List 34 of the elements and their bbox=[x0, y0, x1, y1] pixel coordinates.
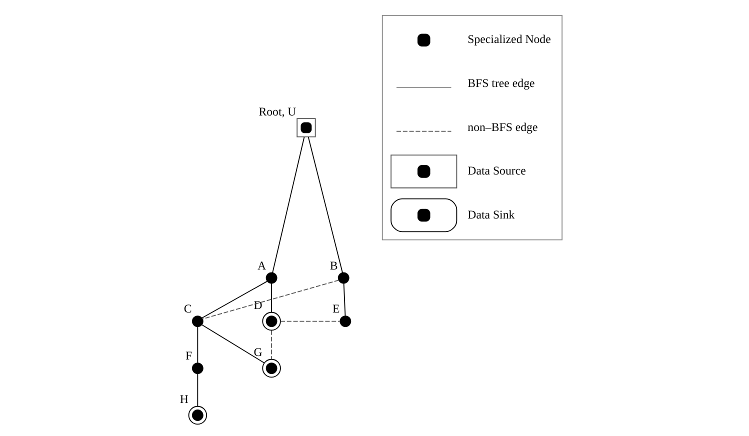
node-label: C bbox=[184, 302, 192, 316]
connector bbox=[272, 136, 305, 274]
connector bbox=[202, 324, 265, 364]
node-label: A bbox=[257, 258, 266, 272]
node-circle bbox=[192, 316, 204, 327]
node-label: E bbox=[332, 302, 340, 316]
legend-label: Specialized Node bbox=[468, 32, 551, 46]
legend-label: Data Source bbox=[468, 164, 526, 178]
connector bbox=[202, 280, 268, 318]
node-label: H bbox=[180, 392, 188, 406]
legend-label: Data Sink bbox=[468, 207, 515, 222]
node-ring bbox=[188, 406, 208, 425]
node-ring bbox=[262, 312, 281, 331]
node-label: F bbox=[185, 348, 192, 363]
node-circle bbox=[266, 272, 278, 284]
node-box bbox=[296, 118, 316, 138]
connector bbox=[197, 373, 198, 407]
node-circle bbox=[340, 316, 352, 327]
connector bbox=[202, 280, 340, 320]
connector bbox=[280, 320, 341, 322]
connector bbox=[271, 282, 272, 313]
connector bbox=[308, 136, 343, 274]
node-circle bbox=[338, 272, 350, 284]
node-label: G bbox=[254, 345, 262, 360]
legend-label: BFS tree edge bbox=[468, 76, 535, 90]
node-circle bbox=[192, 362, 204, 374]
node-label: Root, U bbox=[258, 104, 296, 118]
connector bbox=[271, 330, 272, 360]
connector bbox=[197, 326, 198, 364]
node-ring bbox=[262, 358, 281, 378]
legend-label: non–BFS edge bbox=[468, 120, 538, 134]
node-label: D bbox=[254, 298, 262, 312]
connector bbox=[343, 282, 346, 316]
node-label: B bbox=[330, 258, 338, 272]
